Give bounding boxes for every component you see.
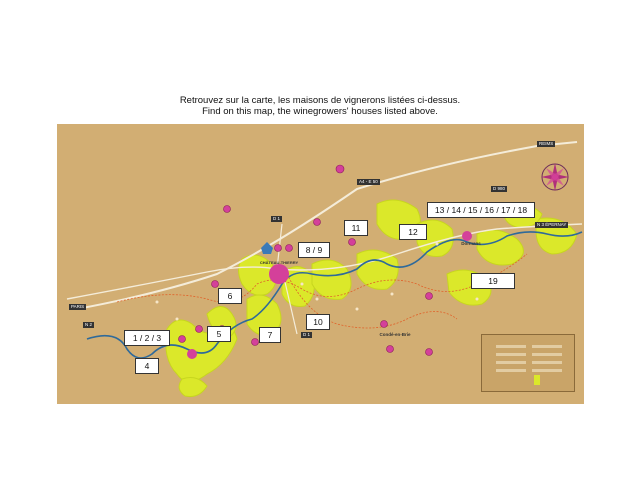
castle-icon [261,242,273,254]
label-box-5: 5 [207,326,231,342]
caption-french: Retrouvez sur la carte, les maisons de v… [179,95,461,106]
label-box-1-2-3: 1 / 2 / 3 [124,330,170,346]
map-legend [481,334,575,392]
label-box-6: 6 [218,288,242,304]
paris-road-label: PARIS [69,304,87,310]
n2-road-label: N 2 [83,322,95,328]
label-box-11: 11 [344,220,368,236]
chateau-thierry-town: CHÂTEAU-THIERRY [259,260,299,265]
label-box-12: 12 [399,224,427,240]
compass-rose-icon [541,163,569,191]
d1-bottom-road-label: D 1 [301,332,313,338]
map-graphics [66,141,583,397]
label-box-19: 19 [471,273,515,289]
museum-icon [274,244,282,252]
label-box-13-18: 13 / 14 / 15 / 16 / 17 / 18 [427,202,535,218]
a4-road-label: A4 - E 50 [357,179,380,185]
label-box-4: 4 [135,358,159,374]
caption-english: Find on this map, the winegrowers' house… [202,106,438,117]
vineyard-map: REIMS PARIS A4 - E 50 D 1 D 1 N 2 N 3 ÉP… [57,124,584,404]
label-box-8-9: 8 / 9 [298,242,330,258]
label-box-10: 10 [306,314,330,330]
label-box-7: 7 [259,327,281,343]
d980-road-label: D 980 [491,186,508,192]
n3-road-label: N 3 ÉPERNAY [535,222,569,228]
dormans-town: Dormans [461,241,481,246]
conde-en-brie-town: Condé-en-Brie [379,332,411,337]
reims-road-label: REIMS [537,141,556,147]
d1-top-road-label: D 1 [271,216,283,222]
